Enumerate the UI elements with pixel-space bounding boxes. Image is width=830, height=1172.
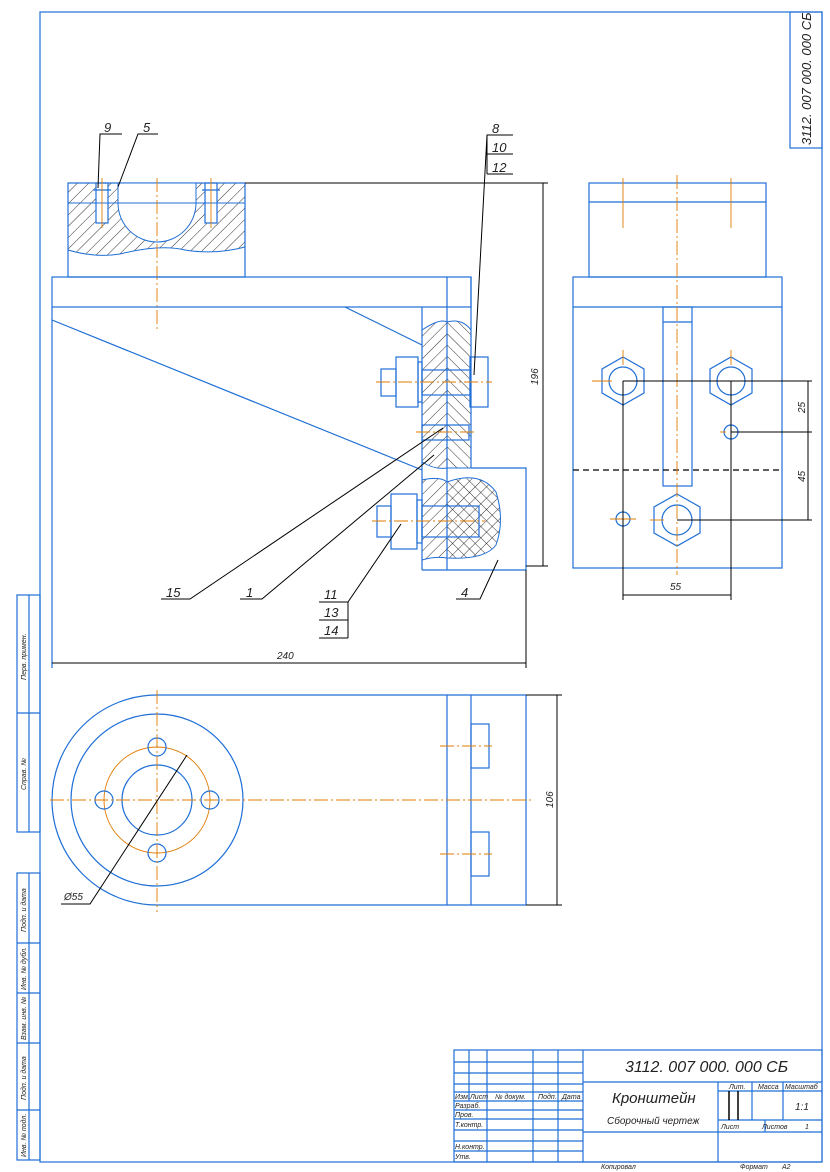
callout-11: 11 [324, 587, 338, 602]
rotated-code-stamp: 3112. 007 000. 000 СБ [789, 11, 823, 149]
top-view [50, 690, 532, 912]
role-approved: Утв. [454, 1154, 471, 1161]
strip-label: Взам. инв. № [21, 996, 28, 1040]
document-code: 3112. 007 000. 000 СБ [625, 1059, 788, 1076]
front-view-annotations: 196 240 9 5 8 10 12 15 1 11 13 14 4 [52, 120, 548, 668]
scale-value: 1:1 [795, 1102, 809, 1113]
callout-4: 4 [461, 585, 468, 600]
copied-label: Копировал [601, 1164, 636, 1171]
header-izm: Изм. [455, 1094, 470, 1101]
dim-diameter-55: Ø55 [63, 892, 83, 903]
dim-196: 196 [530, 368, 541, 385]
front-view [51, 178, 527, 668]
sheets-label: Листов [761, 1124, 788, 1131]
stamp-code: 3112. 007 000. 000 СБ [799, 12, 814, 145]
strip-label: Подп. и дата [20, 888, 28, 932]
strip-label: Инв. № дубл. [20, 947, 28, 990]
header-list: Лист [469, 1094, 488, 1101]
format-value: A2 [781, 1164, 791, 1171]
format-label: Формат [740, 1164, 768, 1171]
sheet-label: Лист [720, 1124, 739, 1131]
header-doc: № докум. [495, 1093, 526, 1101]
dim-240: 240 [276, 651, 294, 662]
dim-45: 45 [797, 470, 808, 482]
callout-15: 15 [166, 585, 181, 600]
left-margin-strip: Перв. примен. Справ. № Подп. и дата Инв.… [16, 594, 41, 1161]
document-type: Сборочный чертеж [607, 1115, 701, 1127]
role-tech-control: Т.контр. [455, 1122, 483, 1129]
header-sign: Подп. [538, 1093, 557, 1101]
lit-label: Лит. [728, 1084, 745, 1091]
part-name: Кронштейн [612, 1090, 696, 1107]
callout-10: 10 [492, 140, 507, 155]
header-date: Дата [561, 1094, 581, 1101]
role-checked: Пров. [455, 1112, 474, 1119]
side-view [572, 175, 783, 575]
strip-label: Инв. № подл. [20, 1114, 28, 1157]
sheets-count: 1 [805, 1124, 809, 1131]
mass-label: Масса [758, 1084, 779, 1091]
callout-12: 12 [492, 160, 507, 175]
role-developed: Разраб. [455, 1102, 480, 1110]
callout-13: 13 [324, 605, 339, 620]
callout-8: 8 [492, 121, 500, 136]
callout-9: 9 [104, 120, 111, 135]
title-block: Изм. Лист № докум. Подп. Дата Разраб. Пр… [453, 1049, 823, 1171]
top-view-dimensions: 106 Ø55 [61, 694, 562, 906]
strip-label: Подп. и дата [20, 1056, 28, 1100]
strip-label: Справ. № [21, 758, 28, 790]
dim-25: 25 [797, 401, 808, 414]
drawing-frame [39, 11, 823, 1163]
callout-1: 1 [246, 585, 253, 600]
role-norm-control: Н.контр. [455, 1144, 485, 1151]
callout-5: 5 [143, 120, 151, 135]
callout-14: 14 [324, 623, 338, 638]
scale-label: Масштаб [785, 1083, 819, 1091]
strip-label: Перв. примен. [21, 633, 28, 680]
dim-106: 106 [545, 791, 556, 808]
side-view-dimensions: 25 45 55 [622, 380, 812, 600]
dim-55: 55 [670, 582, 682, 593]
